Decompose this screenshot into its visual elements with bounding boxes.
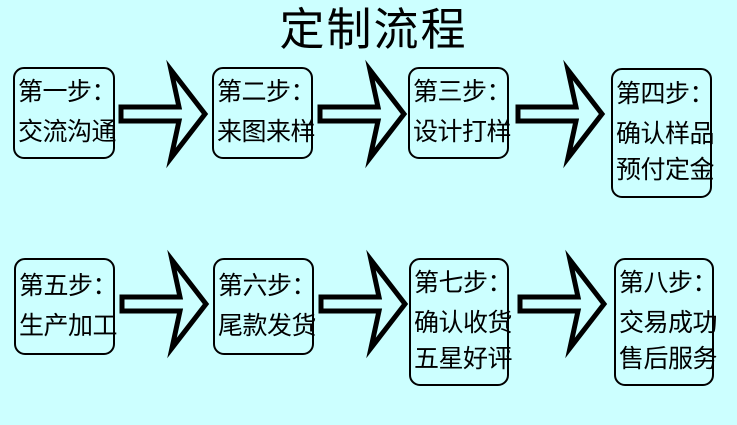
step-2-line-1: 来图来样 bbox=[217, 117, 316, 146]
step-6-head: 第六步： bbox=[218, 270, 317, 300]
step-8-line-1: 交易成功 bbox=[619, 308, 718, 337]
arrow-2-icon bbox=[318, 66, 406, 162]
arrow-4-icon bbox=[120, 256, 208, 352]
step-7-head: 第七步： bbox=[414, 268, 513, 297]
step-7-line-1: 确认收货 bbox=[414, 308, 513, 337]
arrow-6-icon bbox=[518, 256, 606, 352]
step-box-1[interactable]: 第一步： 交流沟通 bbox=[13, 67, 117, 159]
arrow-1-icon bbox=[119, 66, 207, 162]
step-box-2[interactable]: 第二步： 来图来样 bbox=[212, 67, 316, 159]
step-box-7[interactable]: 第七步： 确认收货 五星好评 bbox=[409, 258, 513, 386]
step-box-8[interactable]: 第八步： 交易成功 售后服务 bbox=[614, 258, 718, 386]
step-7-line-2: 五星好评 bbox=[414, 344, 513, 373]
step-box-6[interactable]: 第六步： 尾款发货 bbox=[213, 258, 317, 355]
step-8-head: 第八步： bbox=[619, 268, 718, 297]
arrow-3-icon bbox=[516, 66, 604, 162]
step-1-head: 第一步： bbox=[18, 77, 117, 106]
step-5-head: 第五步： bbox=[19, 270, 118, 300]
step-3-head: 第三步： bbox=[413, 77, 512, 106]
step-5-line-1: 生产加工 bbox=[19, 310, 118, 340]
step-box-3[interactable]: 第三步： 设计打样 bbox=[408, 67, 512, 159]
step-box-5[interactable]: 第五步： 生产加工 bbox=[14, 258, 118, 355]
arrow-5-icon bbox=[319, 256, 407, 352]
step-3-line-1: 设计打样 bbox=[413, 117, 512, 146]
step-1-line-1: 交流沟通 bbox=[18, 117, 117, 146]
step-box-4[interactable]: 第四步： 确认样品 预付定金 bbox=[611, 68, 715, 198]
step-6-line-1: 尾款发货 bbox=[218, 310, 317, 340]
step-4-head: 第四步： bbox=[616, 79, 715, 108]
step-4-line-2: 预付定金 bbox=[616, 155, 715, 184]
step-4-line-1: 确认样品 bbox=[616, 119, 715, 148]
page-title: 定制流程 bbox=[279, 3, 468, 56]
step-2-head: 第二步： bbox=[217, 77, 316, 106]
step-8-line-2: 售后服务 bbox=[619, 344, 718, 373]
